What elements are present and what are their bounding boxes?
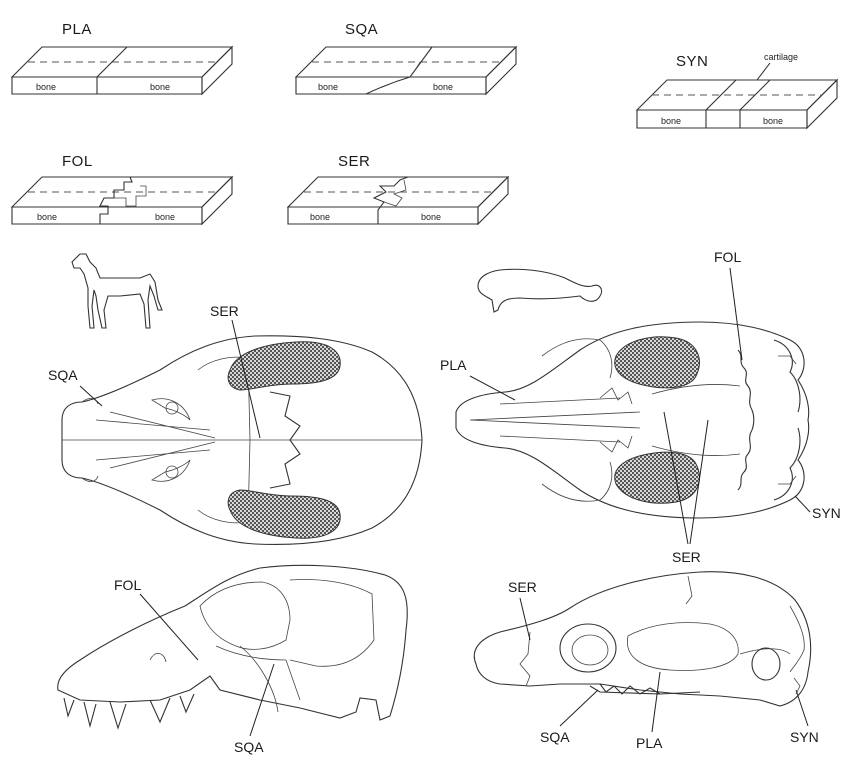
sqa-block-bone-left: bone	[318, 82, 338, 92]
syn-block-bone-right: bone	[763, 116, 783, 126]
fol-block-title: FOL	[62, 153, 93, 170]
dog-dorsal-ser-label: SER	[210, 303, 239, 319]
manatee-lateral-ser-label: SER	[508, 579, 537, 595]
syn-block-cartilage-label: cartilage	[764, 52, 798, 62]
manatee-lateral-skull: SER SQA PLA SYN	[473, 571, 819, 751]
fol-block-bone-left: bone	[37, 212, 57, 222]
manatee-lateral-syn-label: SYN	[790, 729, 819, 745]
pla-block-title: PLA	[62, 21, 92, 38]
dog-dorsal-skull: SER SQA	[48, 303, 423, 546]
manatee-dorsal-ser-label: SER	[672, 549, 701, 565]
ser-block-bone-left: bone	[310, 212, 330, 222]
syn-block-bone-left: bone	[661, 116, 681, 126]
pla-block: PLA bone bone	[10, 21, 234, 96]
manatee-dorsal-pla-label: PLA	[440, 357, 467, 373]
sqa-block: SQA bone bone	[294, 21, 518, 96]
fol-block-bone-right: bone	[155, 212, 175, 222]
dog-lateral-skull: FOL SQA	[57, 564, 408, 755]
manatee-lateral-pla-label: PLA	[636, 735, 663, 751]
pla-block-bone-left: bone	[36, 82, 56, 92]
ser-block: SER bone bone	[286, 153, 510, 226]
fol-block: FOL bone bone	[10, 153, 234, 226]
syn-block: SYN cartilage bone bone	[635, 52, 839, 130]
dog-lateral-sqa-label: SQA	[234, 739, 264, 755]
ser-block-bone-right: bone	[421, 212, 441, 222]
sqa-block-title: SQA	[345, 21, 378, 38]
pla-block-bone-right: bone	[150, 82, 170, 92]
manatee-dorsal-syn-label: SYN	[812, 505, 841, 521]
syn-block-title: SYN	[676, 53, 708, 70]
manatee-silhouette	[477, 268, 603, 313]
dog-silhouette	[71, 253, 163, 329]
manatee-dorsal-skull: PLA FOL SYN SER	[440, 249, 841, 565]
ser-block-title: SER	[338, 153, 370, 170]
sqa-block-bone-right: bone	[433, 82, 453, 92]
manatee-dorsal-fol-label: FOL	[714, 249, 741, 265]
manatee-lateral-sqa-label: SQA	[540, 729, 570, 745]
dog-lateral-fol-label: FOL	[114, 577, 141, 593]
dog-dorsal-sqa-label: SQA	[48, 367, 78, 383]
